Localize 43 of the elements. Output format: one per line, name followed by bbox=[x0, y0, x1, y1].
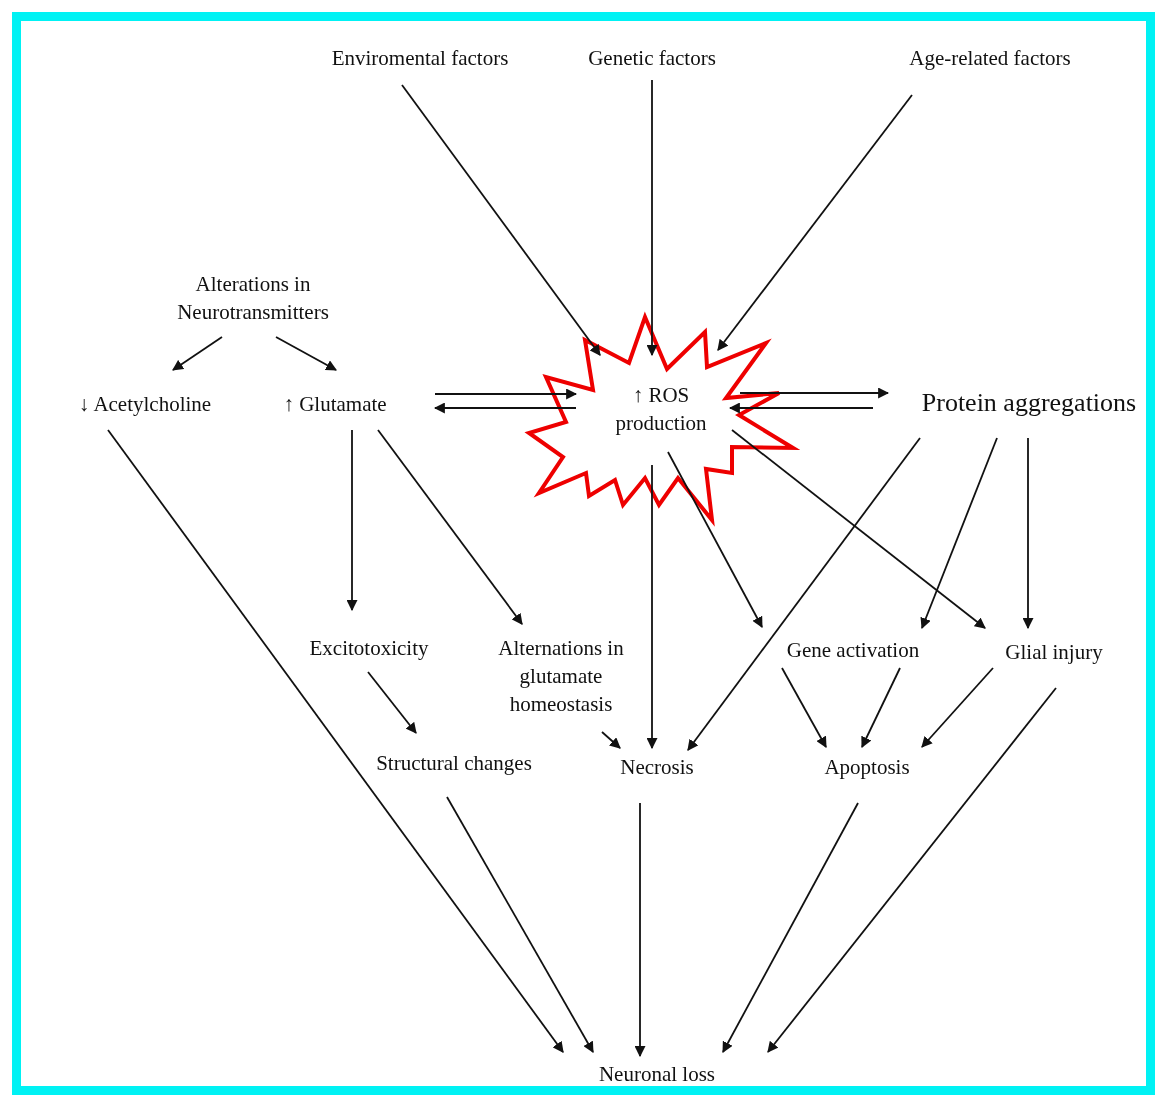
arrow bbox=[687, 437, 921, 751]
arrow bbox=[781, 667, 827, 748]
node-label: Necrosis bbox=[598, 753, 716, 783]
arrow bbox=[1022, 437, 1034, 630]
arrow bbox=[739, 387, 890, 399]
arrow bbox=[634, 802, 646, 1058]
node-label: ↑ Glutamate bbox=[255, 390, 415, 420]
node-label: Gene activation bbox=[762, 636, 944, 666]
arrow bbox=[731, 429, 986, 629]
arrow bbox=[275, 336, 337, 371]
arrow bbox=[920, 437, 998, 629]
node-label: Enviromental factors bbox=[310, 44, 530, 78]
node-label: Alternations in glutamate homeostasis bbox=[478, 634, 644, 720]
arrow bbox=[601, 731, 621, 749]
node-label: Protein aggregations bbox=[895, 386, 1163, 422]
arrow bbox=[667, 451, 763, 628]
arrow bbox=[921, 667, 994, 748]
node-label: Genetic factors bbox=[560, 44, 744, 78]
node-label: Neuronal loss bbox=[573, 1060, 741, 1090]
arrow bbox=[434, 388, 578, 400]
arrow bbox=[717, 94, 913, 351]
node-label: Alterations in Neurotransmitters bbox=[140, 270, 366, 326]
arrow bbox=[446, 796, 594, 1053]
node-label: ↓ Acetylcholine bbox=[50, 390, 240, 420]
arrow bbox=[861, 667, 901, 748]
arrow bbox=[377, 429, 523, 625]
arrow bbox=[646, 79, 658, 357]
node-label: Age-related factors bbox=[870, 44, 1110, 78]
arrow bbox=[433, 402, 577, 414]
node-label: Excitotoxicity bbox=[282, 634, 456, 664]
arrow bbox=[401, 84, 601, 356]
node-label: Apoptosis bbox=[806, 753, 928, 783]
node-label: ↑ ROS production bbox=[614, 382, 708, 437]
arrow bbox=[722, 802, 859, 1053]
node-label: Glial injury bbox=[984, 638, 1124, 668]
arrow bbox=[728, 402, 874, 414]
arrow bbox=[346, 429, 358, 612]
arrow bbox=[767, 687, 1057, 1053]
arrow bbox=[646, 464, 658, 750]
arrow bbox=[172, 336, 223, 371]
node-label: Structural changes bbox=[346, 749, 562, 779]
arrow bbox=[367, 671, 417, 734]
arrow bbox=[107, 429, 564, 1053]
